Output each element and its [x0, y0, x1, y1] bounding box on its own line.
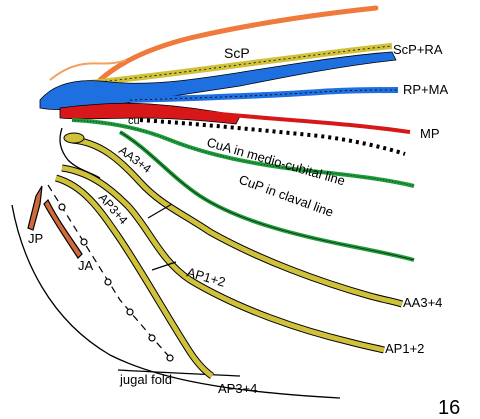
- figure-number: 16: [438, 397, 460, 419]
- label-rp-ma: RP+MA: [403, 82, 448, 97]
- label-aa34-right: AA3+4: [403, 295, 442, 310]
- blue-vein-base: [40, 52, 396, 110]
- jp-vein: [28, 186, 42, 230]
- scp-vein: [100, 8, 376, 80]
- label-ap12-right: AP1+2: [385, 341, 424, 356]
- label-ap34-bottom: AP3+4: [218, 381, 257, 396]
- axillary-sclerite: [64, 133, 84, 143]
- label-jp: JP: [28, 231, 43, 246]
- label-jugal-fold: jugal fold: [119, 372, 172, 387]
- label-cua: CuA in medio-cubital line: [205, 134, 347, 188]
- label-mp: MP: [420, 126, 440, 141]
- label-ja: JA: [78, 258, 94, 273]
- label-cu: cu: [128, 115, 140, 127]
- label-scp: ScP: [224, 45, 250, 61]
- label-scp-ra: ScP+RA: [393, 42, 443, 57]
